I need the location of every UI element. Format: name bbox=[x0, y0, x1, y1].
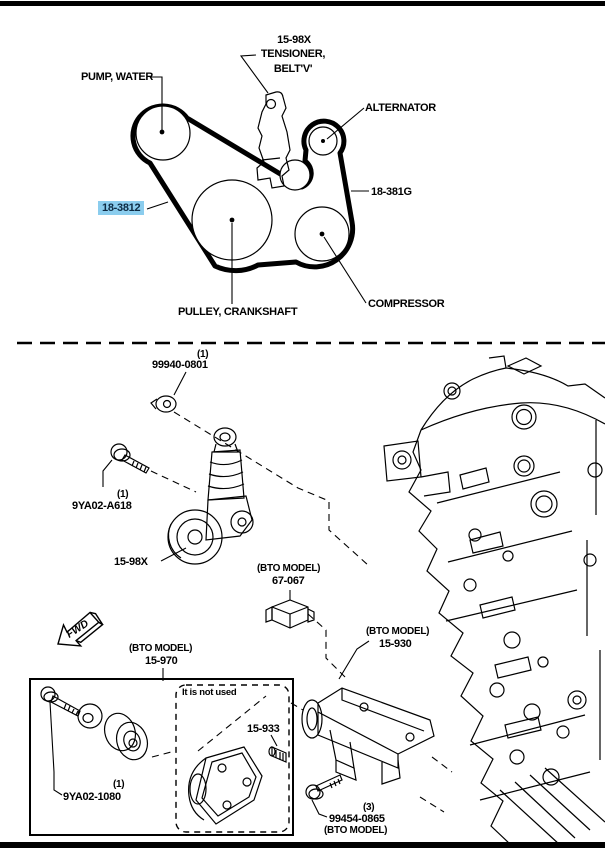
tensioner-part-no: 15-98X bbox=[114, 556, 148, 568]
pulley-center-dots bbox=[159, 129, 325, 237]
idler-bolt-part-no: 9YA02-1080 bbox=[63, 791, 121, 803]
mount-bracket-part-no: 15-930 bbox=[379, 638, 412, 650]
tensioner-bracket-top bbox=[256, 91, 291, 189]
mount-bolt-qty: (3) bbox=[363, 802, 375, 813]
tensioner-label-line2: TENSIONER, bbox=[260, 48, 326, 60]
idler-assy-part-no: 15-970 bbox=[145, 655, 178, 667]
tensioner-label-line1: 15-98X bbox=[277, 34, 311, 46]
tensioner-bolt-drawing bbox=[102, 443, 150, 487]
belt-routing-drawing bbox=[130, 54, 369, 304]
plug-bolt-drawing bbox=[268, 734, 287, 763]
tensioner-bolt-qty: (1) bbox=[117, 489, 129, 500]
crankshaft-pulley-label: PULLEY, CRANKSHAFT bbox=[178, 306, 298, 318]
mount-bracket-drawing bbox=[301, 640, 435, 785]
bracket-67-drawing bbox=[265, 590, 315, 629]
water-pump-label: PUMP, WATER bbox=[81, 71, 154, 83]
mount-bolt-part-no: 99454-0865 bbox=[329, 813, 385, 825]
idler-pulley-drawing bbox=[103, 712, 149, 761]
assembly-dashed-lines bbox=[150, 411, 453, 813]
nut-drawing bbox=[150, 371, 187, 413]
mount-bolt-drawing bbox=[305, 774, 343, 818]
belt-diagram-leaders bbox=[146, 54, 369, 304]
belt-code-right-label: 18-381G bbox=[371, 186, 412, 198]
idler-kit-box bbox=[29, 678, 294, 836]
bracket-67-part-no: 67-067 bbox=[272, 575, 305, 587]
mount-bracket-model-note: (BTO MODEL) bbox=[366, 626, 430, 637]
bracket-67-model-note: (BTO MODEL) bbox=[257, 563, 321, 574]
plug-bolt-part-no: 15-933 bbox=[247, 723, 280, 735]
not-used-box bbox=[175, 684, 290, 833]
washer-drawing bbox=[77, 703, 103, 729]
fwd-arrow bbox=[57, 611, 104, 647]
nut-part-no: 99940-0801 bbox=[152, 359, 208, 371]
tensioner-bolt-part-no: 9YA02-A618 bbox=[72, 500, 132, 512]
idler-assy-model-note: (BTO MODEL) bbox=[129, 643, 193, 654]
tensioner-pulley-top bbox=[279, 159, 311, 191]
idler-bolt-drawing bbox=[40, 686, 81, 796]
belt-code-highlighted-label[interactable]: 18-3812 bbox=[98, 201, 145, 216]
not-used-note: It is not used bbox=[182, 687, 237, 698]
nut-qty: (1) bbox=[197, 349, 209, 360]
not-used-bracket-drawing bbox=[188, 746, 263, 825]
compressor-label: COMPRESSOR bbox=[368, 298, 445, 310]
tensioner-assembly-drawing bbox=[160, 427, 254, 565]
engine-block-drawing bbox=[383, 355, 605, 846]
tensioner-label-line3: BELT'V' bbox=[273, 63, 313, 75]
mount-bolt-model-note: (BTO MODEL) bbox=[324, 825, 388, 836]
alternator-label: ALTERNATOR bbox=[365, 102, 436, 114]
idler-bolt-qty: (1) bbox=[113, 779, 125, 790]
